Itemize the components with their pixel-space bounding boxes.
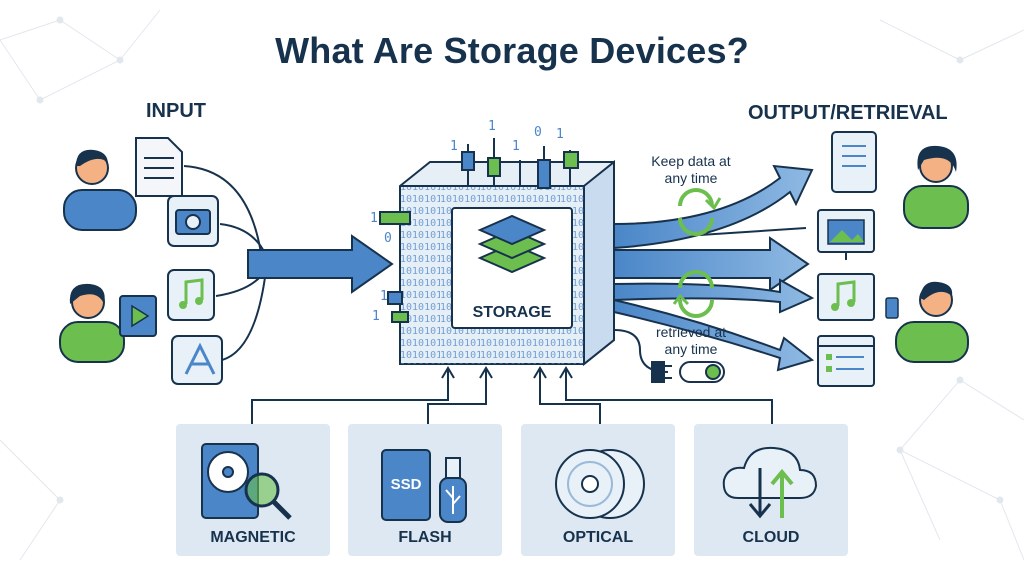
person-top-right-icon [903, 145, 969, 229]
svg-text:0: 0 [384, 231, 392, 246]
power-plug-icon [613, 329, 672, 383]
network-background [0, 9, 1024, 561]
output-arrows [613, 164, 815, 372]
input-connectors [183, 165, 269, 361]
ssd-usb-icon [381, 449, 467, 523]
svg-text:0: 0 [534, 125, 542, 140]
retrieve-data-note: retrieved at any time [655, 324, 727, 357]
keep-data-note: Keep data at any time [651, 153, 731, 186]
music-file-icon [167, 269, 215, 321]
svg-text:1: 1 [372, 309, 380, 324]
video-file-icon [119, 295, 157, 337]
input-arrow [247, 234, 394, 294]
output-label: OUTPUT/RETRIEVAL [748, 102, 948, 124]
svg-text:1: 1 [370, 211, 378, 226]
app-store-icon [171, 335, 223, 385]
person-top-left-icon [63, 149, 137, 231]
tablet-document-icon [831, 131, 877, 193]
sync-icon-bottom [672, 270, 714, 318]
connector-right [699, 227, 807, 236]
optical-disc-icon [555, 449, 645, 519]
page-title: What Are Storage Devices? [275, 30, 749, 71]
svg-text:1: 1 [512, 139, 520, 154]
sync-icon-top [678, 188, 722, 236]
storage-cube [399, 159, 615, 367]
music-player-icon [817, 273, 875, 321]
cloud-sync-icon [722, 446, 818, 519]
person-bottom-right-icon [885, 281, 969, 363]
data-bits-decoration [379, 138, 579, 323]
svg-text:1: 1 [380, 289, 388, 304]
input-label: INPUT [146, 100, 206, 122]
ssd-label: SSD [390, 476, 422, 493]
document-icon [135, 137, 183, 197]
svg-text:1: 1 [488, 119, 496, 134]
stacked-layers-icon [477, 214, 547, 274]
hard-disk-icon [201, 443, 292, 520]
person-bottom-left-icon [59, 283, 125, 363]
svg-text:1: 1 [556, 127, 564, 142]
toggle-switch-icon [679, 361, 725, 383]
storage-type-connectors [251, 366, 773, 424]
camera-icon [167, 195, 219, 247]
image-monitor-icon [817, 209, 875, 260]
storage-label: STORAGE [472, 304, 552, 321]
svg-text:1: 1 [450, 139, 458, 154]
web-page-icon [817, 335, 875, 387]
